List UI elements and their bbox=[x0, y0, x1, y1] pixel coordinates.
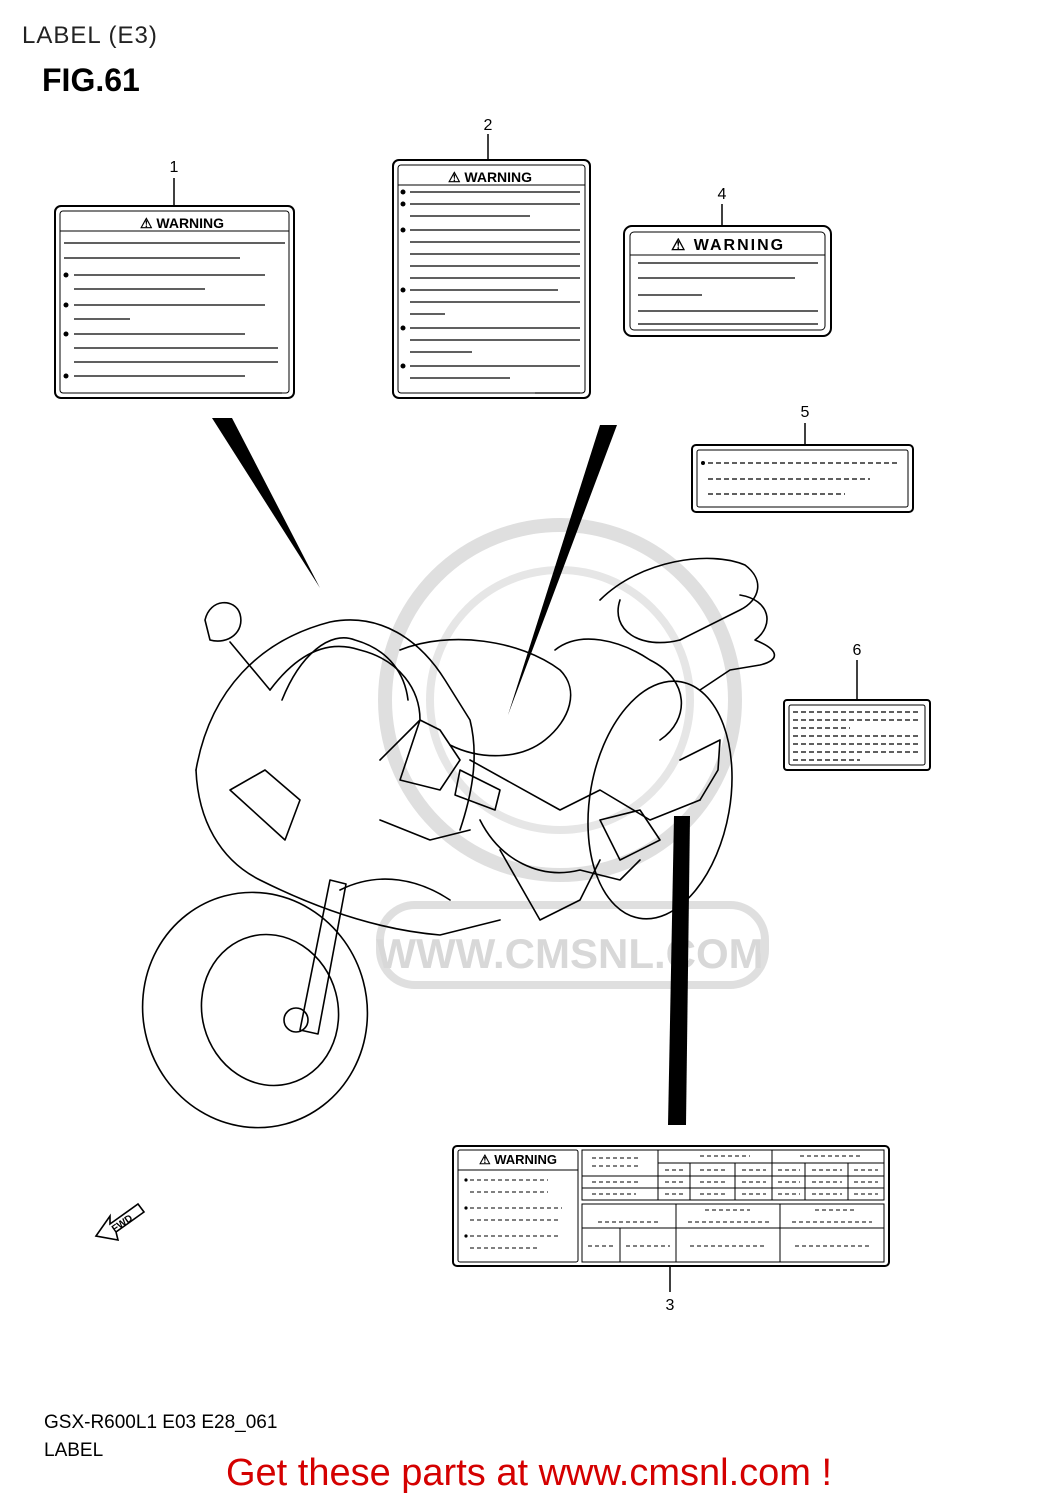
forward-direction-marker: FWD bbox=[94, 1202, 146, 1242]
model-code: GSX-R600L1 E03 E28_061 bbox=[44, 1412, 278, 1433]
label-1-heading: ⚠ WARNING bbox=[140, 215, 224, 231]
callout-6: 6 bbox=[853, 642, 862, 659]
figure-number: FIG.61 bbox=[42, 62, 140, 98]
watermark-logo bbox=[376, 518, 769, 989]
callout-2: 2 bbox=[484, 117, 493, 134]
label-4-heading: ⚠ WARNING bbox=[671, 237, 785, 254]
callout-4: 4 bbox=[718, 186, 727, 203]
label-2[interactable]: 2 ⚠ WARNING bbox=[392, 117, 591, 399]
promo-link[interactable]: Get these parts at www.cmsnl.com ! bbox=[225, 1452, 833, 1494]
label-3[interactable]: 3 ⚠ WARNING bbox=[452, 1145, 890, 1314]
label-5[interactable]: 5 bbox=[691, 404, 914, 513]
label-6[interactable]: 6 bbox=[783, 642, 931, 771]
pointer-wedges bbox=[212, 418, 690, 1125]
callout-1: 1 bbox=[170, 159, 179, 176]
label-3-heading: ⚠ WARNING bbox=[479, 1152, 557, 1167]
label-1[interactable]: 1 ⚠ WARNING bbox=[54, 159, 295, 399]
fwd-text: FWD bbox=[110, 1213, 135, 1235]
callout-3: 3 bbox=[666, 1297, 675, 1314]
label-2-heading: ⚠ WARNING bbox=[448, 169, 532, 185]
footer-label: LABEL bbox=[44, 1440, 104, 1461]
section-title: LABEL (E3) bbox=[22, 22, 158, 49]
watermark-text: WWW.CMSNL.COM bbox=[376, 930, 763, 977]
motorcycle-outline bbox=[141, 557, 776, 1129]
label-4[interactable]: 4 ⚠ WARNING bbox=[623, 186, 832, 337]
callout-5: 5 bbox=[801, 404, 810, 421]
